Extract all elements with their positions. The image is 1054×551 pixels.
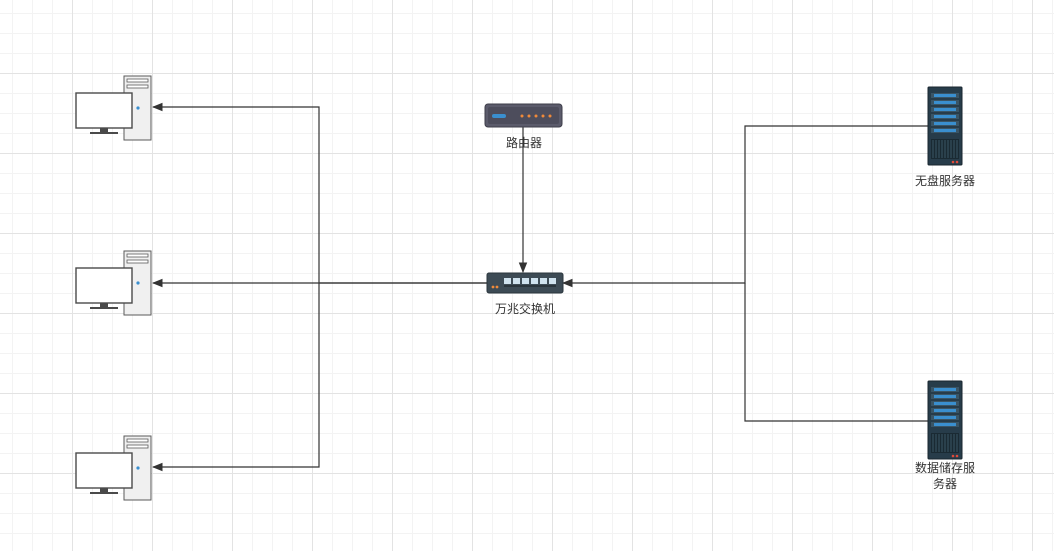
connector-switch-to-pc-bottom bbox=[151, 283, 320, 472]
connector-diskless-server-to-switch bbox=[561, 125, 928, 288]
router-icon bbox=[484, 103, 563, 128]
desktop-computer-icon bbox=[75, 435, 152, 501]
switch-label: 万兆交换机 bbox=[494, 302, 555, 316]
storage-server-label-line2: 务器 bbox=[932, 477, 957, 491]
connector-switch-to-pc-top bbox=[151, 102, 487, 284]
desktop-computer-icon bbox=[75, 250, 152, 316]
connector-storage-server-to-switch bbox=[744, 283, 928, 422]
server-rack-icon bbox=[927, 380, 963, 460]
router-label: 路由器 bbox=[505, 136, 542, 150]
network-switch-icon bbox=[486, 272, 564, 294]
desktop-computer-icon bbox=[75, 75, 152, 141]
server-rack-icon bbox=[927, 86, 963, 166]
connectors bbox=[151, 102, 928, 472]
diskless-server-label: 无盘服务器 bbox=[914, 174, 975, 188]
storage-server-label-line1: 数据储存服 bbox=[914, 461, 975, 475]
